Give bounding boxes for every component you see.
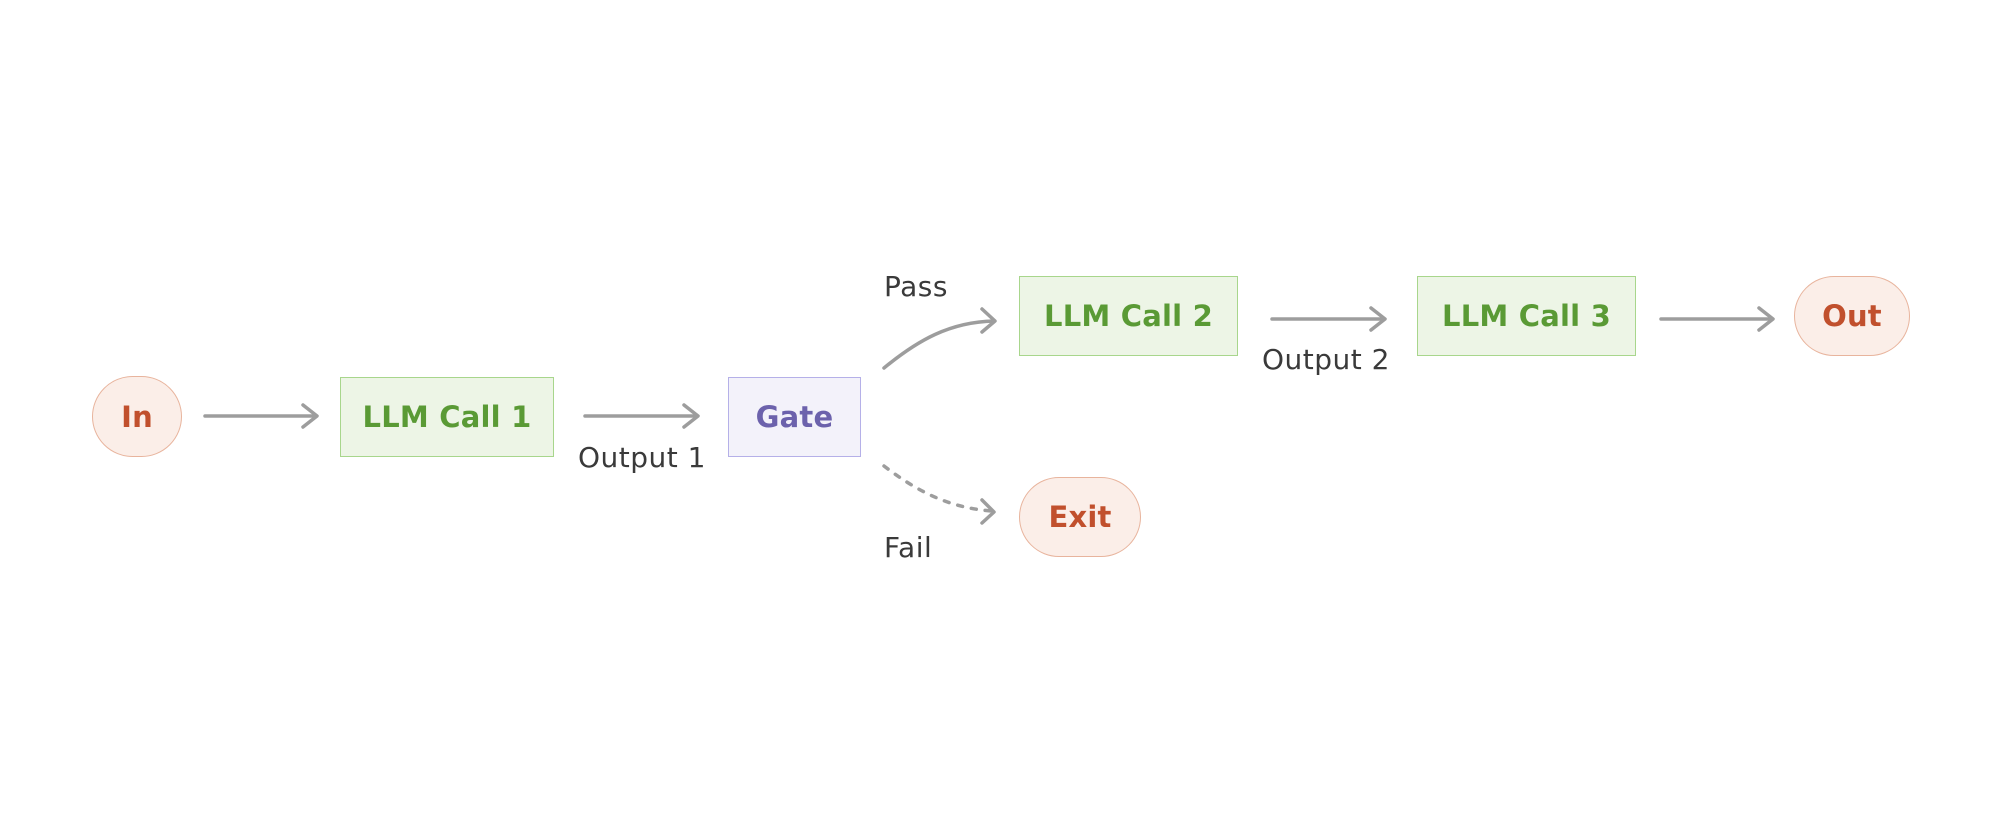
node-gate: Gate [728, 377, 861, 457]
edge-label-fail: Fail [884, 531, 933, 564]
node-llm-call-3-label: LLM Call 3 [1442, 299, 1611, 333]
edge-label-output-2: Output 2 [1262, 343, 1390, 376]
node-out-label: Out [1822, 299, 1882, 333]
edge-label-output-1: Output 1 [578, 441, 706, 474]
node-llm-call-3: LLM Call 3 [1417, 276, 1636, 356]
node-llm-call-2-label: LLM Call 2 [1044, 299, 1213, 333]
node-exit: Exit [1019, 477, 1141, 557]
node-in: In [92, 376, 182, 457]
node-llm-call-1: LLM Call 1 [340, 377, 554, 457]
arrow-in-to-llm-call-1 [203, 403, 319, 429]
arrow-llm-call-3-to-out [1659, 306, 1775, 332]
node-in-label: In [121, 399, 153, 434]
node-llm-call-1-label: LLM Call 1 [362, 400, 532, 434]
edge-label-pass: Pass [884, 270, 948, 303]
arrow-gate-to-llm-call-2-pass [882, 307, 997, 370]
arrow-llm-call-1-to-gate [583, 403, 700, 429]
node-gate-label: Gate [755, 400, 834, 434]
node-exit-label: Exit [1048, 500, 1112, 534]
arrow-gate-to-exit-fail [882, 464, 996, 525]
arrow-llm-call-2-to-llm-call-3 [1270, 306, 1387, 332]
node-llm-call-2: LLM Call 2 [1019, 276, 1238, 356]
node-out: Out [1794, 276, 1910, 356]
